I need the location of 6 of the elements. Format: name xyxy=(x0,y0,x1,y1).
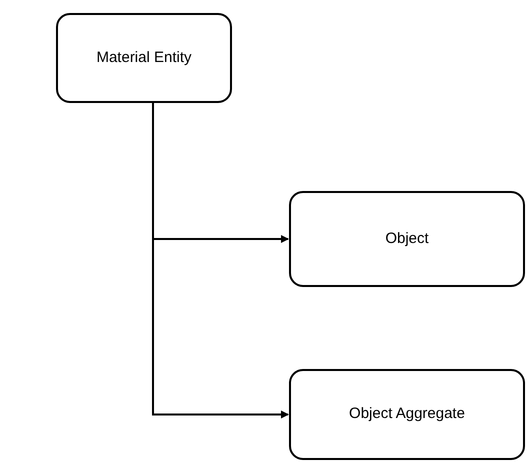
rounded-box xyxy=(56,13,232,103)
node-label: Object xyxy=(385,228,429,249)
node-label: Material Entity xyxy=(96,48,192,68)
rounded-box xyxy=(289,191,525,287)
node-label: Object Aggregate xyxy=(349,404,465,424)
rounded-box xyxy=(289,369,525,460)
